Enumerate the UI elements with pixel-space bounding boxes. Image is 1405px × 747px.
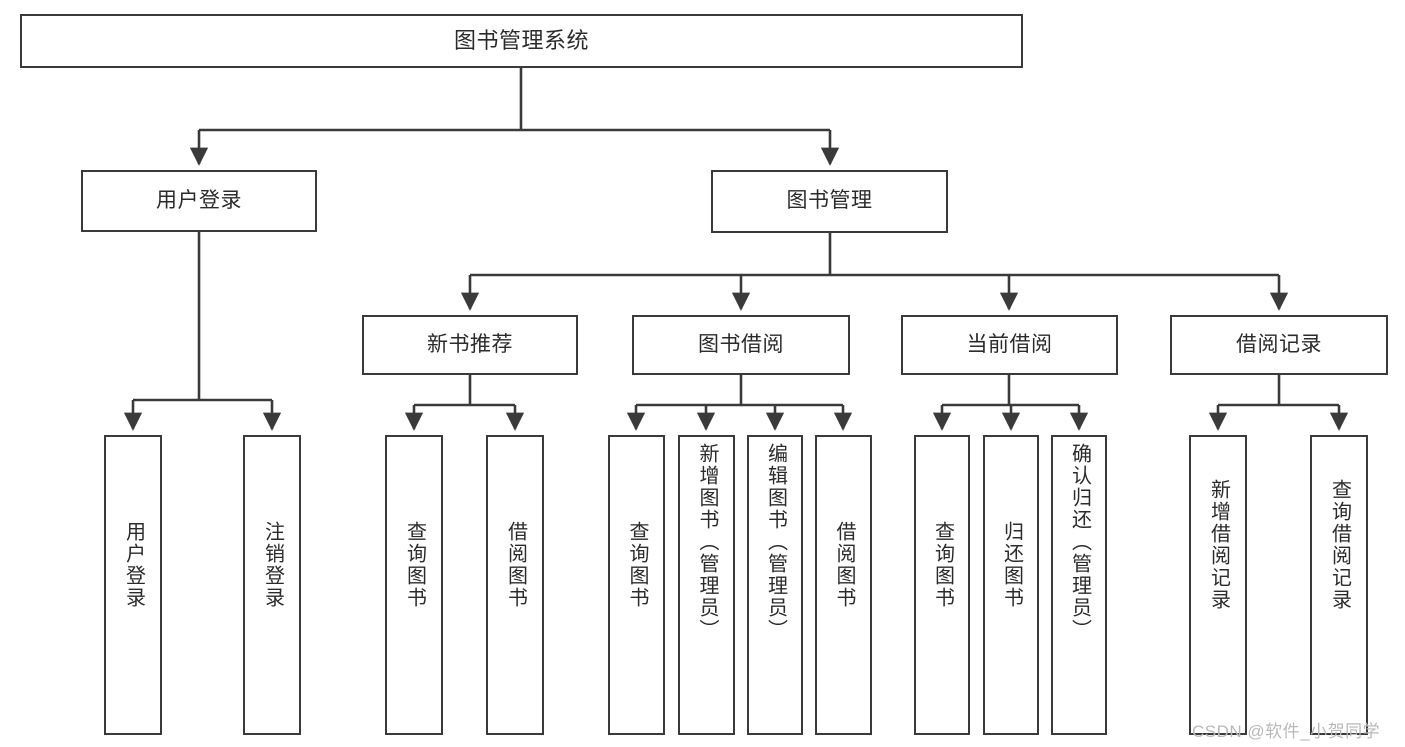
- node-label: 查询图书: [403, 521, 426, 609]
- leaf-add-borrow-record[interactable]: 新增借阅记录: [1189, 435, 1247, 735]
- leaf-user-logout[interactable]: 注销登录: [243, 435, 301, 735]
- node-label: 归还图书: [1000, 521, 1023, 609]
- leaf-edit-book-admin[interactable]: 编辑图书（管理员）: [747, 435, 803, 735]
- node-label: 编辑图书（管理员）: [764, 443, 787, 641]
- node-label: 查询图书: [931, 521, 954, 609]
- leaf-user-login[interactable]: 用户登录: [104, 435, 162, 735]
- node-label: 借阅记录: [1236, 332, 1322, 356]
- node-borrow-records[interactable]: 借阅记录: [1170, 315, 1388, 375]
- node-label: 用户登录: [156, 188, 242, 212]
- leaf-return-books[interactable]: 归还图书: [983, 435, 1039, 735]
- node-new-book-recommend[interactable]: 新书推荐: [362, 315, 578, 375]
- node-user-login[interactable]: 用户登录: [81, 170, 317, 232]
- node-current-borrow[interactable]: 当前借阅: [901, 315, 1118, 375]
- node-book-management[interactable]: 图书管理: [711, 170, 948, 233]
- node-label: 图书管理: [786, 189, 873, 213]
- leaf-add-book-admin[interactable]: 新增图书（管理员）: [678, 435, 735, 735]
- leaf-query-books-current[interactable]: 查询图书: [914, 435, 970, 735]
- node-label: 当前借阅: [966, 332, 1053, 356]
- node-label: 注销登录: [261, 521, 284, 609]
- node-root-system[interactable]: 图书管理系统: [20, 14, 1023, 68]
- node-label: 确认归还（管理员）: [1068, 443, 1091, 641]
- node-label: 查询图书: [626, 521, 648, 609]
- leaf-query-borrow-record[interactable]: 查询借阅记录: [1310, 435, 1368, 735]
- watermark-text: CSDN @软件_小贺同学: [1192, 722, 1381, 741]
- node-label: 借阅图书: [504, 521, 527, 609]
- node-label: 查询借阅记录: [1328, 479, 1351, 611]
- leaf-query-books-recommend[interactable]: 查询图书: [385, 435, 443, 735]
- leaf-query-books-borrow[interactable]: 查询图书: [608, 435, 665, 735]
- node-label: 借阅图书: [833, 521, 855, 609]
- node-label: 新书推荐: [427, 332, 513, 356]
- leaf-confirm-return-admin[interactable]: 确认归还（管理员）: [1051, 435, 1107, 735]
- leaf-borrow-books-recommend[interactable]: 借阅图书: [486, 435, 544, 735]
- node-label: 图书借阅: [698, 332, 784, 356]
- node-label: 图书管理系统: [453, 28, 589, 54]
- node-label: 新增图书（管理员）: [696, 443, 718, 641]
- node-label: 用户登录: [122, 521, 145, 609]
- node-book-borrow[interactable]: 图书借阅: [632, 315, 850, 375]
- node-label: 新增借阅记录: [1207, 479, 1230, 611]
- leaf-borrow-books[interactable]: 借阅图书: [815, 435, 872, 735]
